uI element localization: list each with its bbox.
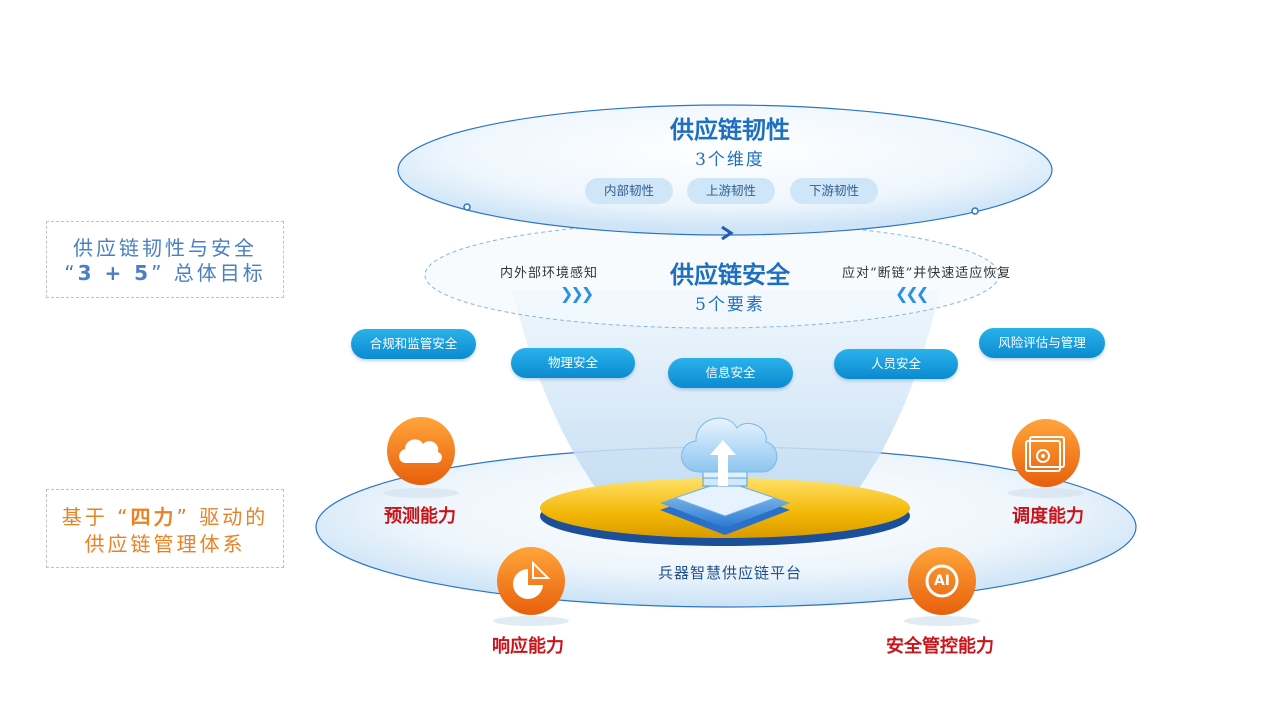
overall-goal-line2: “3 + 5” 总体目标 [64, 261, 266, 285]
folder-gear-icon [1008, 419, 1084, 498]
resilience-subtitle: 3个维度 [695, 150, 765, 170]
dimension-internal: 内部韧性 [585, 178, 673, 204]
forecast-capability-label: 预测能力 [384, 506, 456, 527]
overall-goal-box: 供应链韧性与安全 “3 + 5” 总体目标 [46, 221, 284, 298]
security-subtitle: 5个要素 [695, 295, 765, 315]
cloud-icon [383, 417, 459, 498]
chain-break-recovery-text: 应对“断链”并快速适应恢复 [842, 266, 1012, 281]
element-risk: 风险评估与管理 [979, 328, 1105, 358]
element-information: 信息安全 [668, 358, 793, 388]
management-system-line1: 基于 “四力” 驱动的 [61, 505, 269, 529]
security-title: 供应链安全 [670, 261, 790, 289]
element-physical: 物理安全 [511, 348, 635, 378]
response-capability-label: 响应能力 [492, 636, 564, 657]
dispatch-capability-label: 调度能力 [1012, 506, 1084, 527]
pie-chart-icon [493, 547, 569, 626]
resilience-ring [397, 104, 1053, 241]
management-system-box: 基于 “四力” 驱动的 供应链管理体系 [46, 489, 284, 568]
element-personnel: 人员安全 [834, 349, 958, 379]
environment-awareness-text: 内外部环境感知 [500, 266, 599, 281]
dimension-upstream: 上游韧性 [687, 178, 775, 204]
element-compliance: 合规和监管安全 [351, 329, 476, 359]
security-control-capability-label: 安全管控能力 [886, 636, 994, 657]
ai-icon-glyph: AI [933, 573, 951, 589]
four-forces: 四力 [130, 505, 177, 529]
cloud-upload-icon [660, 417, 790, 535]
resilience-title: 供应链韧性 [670, 116, 790, 144]
right-arrows-icon: ❯❯❯ [560, 284, 594, 303]
goal-number: 3 + 5 [77, 261, 152, 285]
management-system-line2: 供应链管理体系 [84, 532, 246, 556]
dimension-downstream: 下游韧性 [790, 178, 878, 204]
overall-goal-line1: 供应链韧性与安全 [73, 236, 257, 260]
left-arrows-icon: ❮❮❮ [895, 284, 929, 303]
ai-icon [904, 547, 980, 626]
platform-label: 兵器智慧供应链平台 [657, 564, 802, 582]
funnel-shape [512, 290, 940, 495]
